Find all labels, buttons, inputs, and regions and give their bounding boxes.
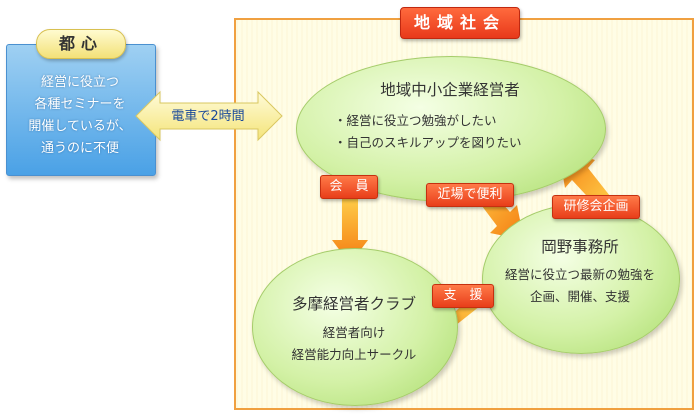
city-title: 都心 bbox=[36, 29, 126, 59]
transit-arrow bbox=[135, 90, 283, 142]
support-tag: 支 援 bbox=[432, 284, 494, 308]
transit-label: 電車で2時間 bbox=[171, 109, 245, 124]
office-node-title: 岡野事務所 bbox=[541, 238, 619, 256]
club-node-text: 経営者向け 経営能力向上サークル bbox=[291, 325, 417, 362]
nearby-tag: 近場で便利 bbox=[426, 183, 514, 207]
city-description: 経営に役立つ 各種セミナーを 開催しているが、 通うのに不便 bbox=[28, 75, 132, 156]
office-node bbox=[482, 204, 680, 354]
city-panel bbox=[6, 44, 156, 176]
member-arrow bbox=[332, 196, 368, 264]
office-node-text: 経営に役立つ最新の勉強を 企画、開催、支援 bbox=[504, 267, 655, 304]
member-tag: 会 員 bbox=[320, 175, 378, 199]
club-node bbox=[252, 248, 458, 406]
club-node-title: 多摩経営者クラブ bbox=[291, 295, 416, 313]
training-tag: 研修会企画 bbox=[552, 195, 640, 219]
region-title: 地域社会 bbox=[400, 7, 520, 39]
main-node-points: ・経営に役立つ勉強がしたい ・自己のスキルアップを図りたい bbox=[334, 113, 522, 150]
main-node-title: 地域中小企業経営者 bbox=[380, 81, 520, 99]
